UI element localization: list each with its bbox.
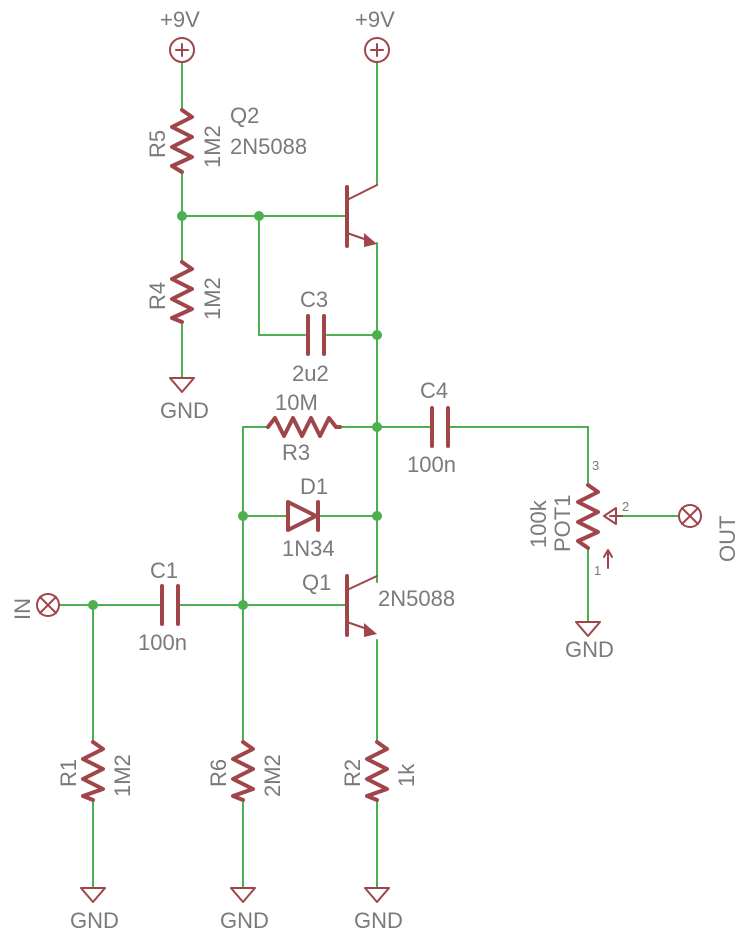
r5-value: 1M2: [200, 125, 225, 168]
pot1-ref: POT1: [550, 495, 575, 552]
resistor-r6: R6 2M2: [206, 740, 285, 802]
potentiometer-pot1: 3 2 1 100k POT1: [526, 458, 629, 578]
d1-value: 1N34: [282, 536, 335, 561]
pot1-pin3: 3: [592, 458, 599, 473]
r4-value: 1M2: [200, 277, 225, 320]
resistor-r3: 10M R3: [266, 390, 342, 465]
resistor-r4: R4 1M2: [145, 260, 225, 324]
port-in: IN: [10, 593, 60, 620]
c3-ref: C3: [300, 287, 328, 312]
c1-ref: C1: [150, 558, 178, 583]
r1-value: 1M2: [110, 754, 135, 797]
gnd-label: GND: [220, 908, 269, 933]
wires: [59, 61, 679, 889]
resistor-r2: R2 1k: [340, 740, 419, 802]
ground-r1: GND: [70, 887, 119, 933]
gnd-label: GND: [70, 908, 119, 933]
transistor-q2: Q2 2N5088: [230, 103, 378, 248]
capacitor-c3: C3 2u2: [292, 287, 329, 386]
c1-value: 100n: [138, 630, 187, 655]
r1-ref: R1: [56, 759, 81, 787]
r6-ref: R6: [206, 759, 231, 787]
r2-value: 1k: [394, 763, 419, 787]
ground-r4: GND: [160, 377, 209, 423]
r4-ref: R4: [145, 282, 170, 310]
pot1-pin1: 1: [594, 563, 601, 578]
input-label: IN: [10, 598, 35, 620]
gnd-label: GND: [160, 398, 209, 423]
resistor-r5: R5 1M2: [145, 108, 225, 174]
pot1-pin2: 2: [622, 499, 629, 514]
junction-dot: [254, 211, 264, 221]
junction-dot: [372, 422, 382, 432]
junction-dot: [238, 600, 248, 610]
resistor-r1: R1 1M2: [56, 740, 135, 802]
q2-ref: Q2: [230, 103, 259, 128]
gnd-label: GND: [565, 637, 614, 662]
port-out: OUT: [678, 504, 740, 562]
r2-ref: R2: [340, 759, 365, 787]
gnd-label: GND: [354, 908, 403, 933]
supply-vcc-right: +9V: [355, 7, 395, 63]
supply-label: +9V: [355, 7, 395, 32]
ground-r6: GND: [220, 887, 269, 933]
wire-q2base-c3: [258, 215, 306, 336]
junction-dot: [238, 511, 248, 521]
diode-d1: D1 1N34: [282, 474, 335, 561]
q1-ref: Q1: [302, 570, 331, 595]
ground-pot: GND: [565, 621, 614, 662]
c4-value: 100n: [407, 452, 456, 477]
capacitor-c1: C1 100n: [138, 558, 187, 655]
junction-dot: [88, 600, 98, 610]
supply-vcc-left: +9V: [160, 7, 200, 63]
d1-ref: D1: [300, 474, 328, 499]
r3-value: 10M: [275, 390, 318, 415]
output-label: OUT: [715, 516, 740, 562]
r3-ref: R3: [282, 440, 310, 465]
supply-label: +9V: [160, 7, 200, 32]
ground-r2: GND: [354, 887, 403, 933]
r6-value: 2M2: [260, 754, 285, 797]
junction-dot: [372, 330, 382, 340]
junction-dot: [177, 211, 187, 221]
wire-emitter-c4: [376, 426, 589, 486]
transistor-q1: Q1 2N5088: [302, 570, 455, 637]
q2-value: 2N5088: [230, 134, 307, 159]
c4-ref: C4: [420, 378, 448, 403]
c3-value: 2u2: [292, 361, 329, 386]
capacitor-c4: C4 100n: [407, 378, 456, 477]
pot1-value: 100k: [526, 499, 551, 548]
junctions: [88, 211, 382, 610]
junction-dot: [372, 511, 382, 521]
r5-ref: R5: [145, 130, 170, 158]
q1-value: 2N5088: [378, 586, 455, 611]
